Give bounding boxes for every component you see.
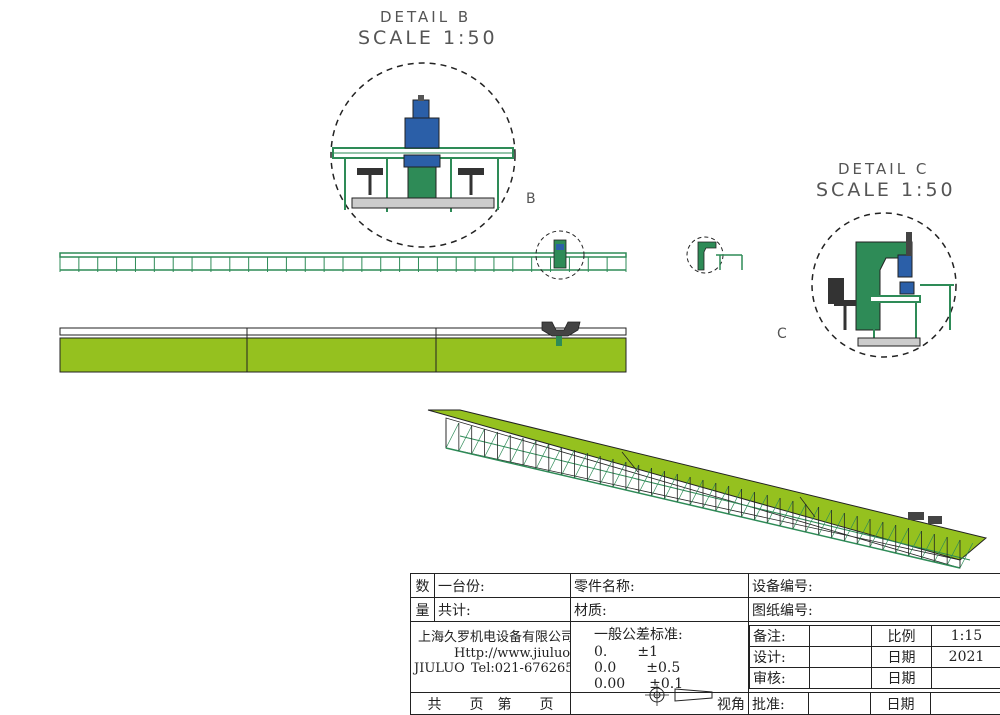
date-label-2: 日期 bbox=[872, 668, 932, 689]
part-name-field: 零件名称: bbox=[571, 574, 749, 598]
tolerance-title: 一般公差标准: bbox=[574, 624, 745, 644]
design-label: 设计: bbox=[750, 647, 810, 668]
company-website: Http://www.jiuluo.com bbox=[414, 646, 567, 661]
title-block: 数 一台份: 零件名称: 设备编号: 量 共计: 材质: 图纸编号: 上海久罗机… bbox=[410, 573, 1000, 707]
qty-label-top: 数 bbox=[411, 574, 435, 598]
qty-label-bottom: 量 bbox=[411, 598, 435, 622]
per-unit-field: 一台份: bbox=[435, 574, 571, 598]
front-elevation bbox=[60, 231, 626, 279]
side-elevation bbox=[687, 237, 742, 273]
scale-label: 比例 bbox=[872, 626, 932, 647]
detail-b-view bbox=[331, 63, 515, 247]
tol-fmt-1: 0. bbox=[594, 644, 607, 660]
drawing-no-field: 图纸编号: bbox=[749, 598, 1000, 622]
brand-name: JIULUO bbox=[414, 661, 465, 676]
isometric-view bbox=[428, 410, 986, 568]
view-angle-label: 视角 bbox=[571, 693, 749, 715]
detail-c-view bbox=[812, 213, 956, 357]
tol-fmt-2: 0.0 bbox=[594, 660, 616, 676]
review-label: 审核: bbox=[750, 668, 810, 689]
tolerance-cell: 一般公差标准: 0. ±1 0.0 ±0.5 0.00 ±0.1 bbox=[571, 622, 749, 693]
date-label-1: 日期 bbox=[872, 647, 932, 668]
tol-val-2: ±0.5 bbox=[646, 660, 680, 676]
company-cell: 上海久罗机电设备有限公司 Http://www.jiuluo.com JIULU… bbox=[411, 622, 571, 693]
date-value: 2021 bbox=[932, 647, 1000, 668]
approve-label: 批准: bbox=[749, 693, 809, 715]
tol-val-3: ±0.1 bbox=[649, 676, 683, 692]
remarks-label: 备注: bbox=[750, 626, 810, 647]
total-field: 共计: bbox=[435, 598, 571, 622]
material-field: 材质: bbox=[571, 598, 749, 622]
plan-view bbox=[60, 322, 626, 372]
company-name: 上海久罗机电设备有限公司 bbox=[418, 626, 571, 645]
page-count: 共 页 第 页 bbox=[411, 693, 571, 715]
company-tel: Tel:021-67626569 bbox=[471, 661, 571, 676]
scale-value: 1:15 bbox=[932, 626, 1000, 647]
tol-fmt-3: 0.00 bbox=[594, 676, 625, 692]
equipment-no-field: 设备编号: bbox=[749, 574, 1000, 598]
date-label-3: 日期 bbox=[871, 693, 931, 715]
tol-val-1: ±1 bbox=[637, 644, 658, 660]
